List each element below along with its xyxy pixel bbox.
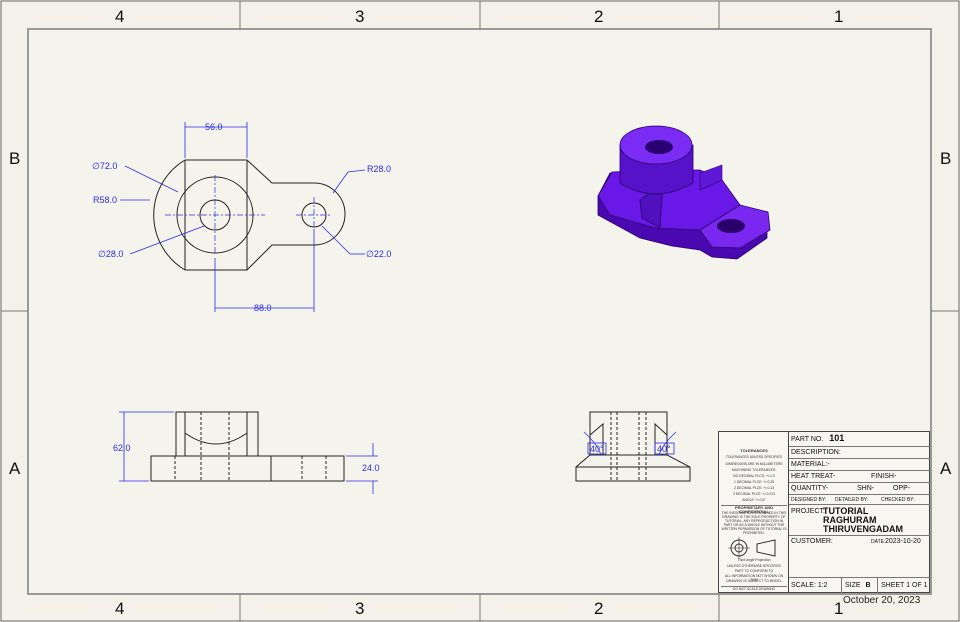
part-no-row: PART NO. 101: [789, 432, 930, 447]
checked-by-label: CHECKED BY:: [881, 497, 915, 503]
do-not-scale: DO NOT SCALE DRAWING: [721, 586, 787, 591]
dim-height-24: 24.0: [362, 463, 380, 473]
scale-row: SCALE: 1:2 SIZE B SHEET 1 OF 1: [789, 578, 930, 593]
tolerance-line: DIMENSIONS ARE IN MILLIMETERS: [725, 462, 783, 466]
side-view-dimensions: [583, 431, 677, 456]
designed-by-label: DESIGNED BY:: [791, 497, 827, 503]
note-line: ALL INFORMATION NOT SHOWN ON THIS: [724, 574, 784, 582]
project-line: RAGHURAM: [823, 515, 877, 525]
customer-row: CUSTOMER: DATE: 2023-10-20: [789, 536, 930, 578]
projection-symbol-icon: [728, 537, 776, 559]
sheet-value: SHEET 1 OF 1: [877, 578, 928, 593]
dim-angle-right: 40°: [657, 444, 671, 454]
project-line: THIRUVENGADAM: [823, 524, 903, 534]
size-field: SIZE B: [841, 578, 871, 593]
tolerance-line: ANGLE: +/-0.5°: [742, 498, 766, 502]
date-value: 2023-10-20: [885, 538, 921, 545]
quantity-label: QUANTITY-: [791, 485, 829, 492]
part-no-value: 101: [829, 433, 845, 443]
zone-label-bottom-2: 2: [594, 599, 604, 618]
customer-label: CUSTOMER:: [791, 538, 833, 545]
material-label: MATERIAL:-: [791, 461, 830, 468]
shn-label: SHN-: [857, 485, 875, 492]
designer-row: DESIGNED BY: DETAILED BY: CHECKED BY:: [789, 495, 930, 505]
zone-label-bottom-4: 4: [115, 599, 125, 618]
tolerance-line: MACHINING TOLERANCES:: [731, 468, 777, 472]
tolerance-line: TOLERANCES UNLESS SPECIFIED: [725, 455, 783, 459]
zone-label-right-a: A: [940, 459, 952, 478]
tolerance-line: 3 DECIMAL PLCE: +/-0.013: [733, 492, 775, 496]
heat-treat-row: HEAT TREAT- FINISH-: [789, 471, 930, 483]
detailed-by-label: DETAILED BY:: [835, 497, 869, 503]
dim-r-28: R28.0: [367, 164, 391, 174]
note-line: PART TO CONFORM TO: [734, 569, 774, 573]
isometric-part-view: [597, 125, 771, 260]
material-row: MATERIAL:-: [789, 459, 930, 471]
heat-treat-label: HEAT TREAT-: [791, 473, 836, 480]
quantity-row: QUANTITY- SHN- OPP-: [789, 483, 930, 495]
dim-dia-72: ∅72.0: [92, 161, 117, 171]
project-label: PROJECT:: [791, 508, 825, 515]
description-label: DESCRIPTION:: [791, 449, 841, 456]
front-view-dimensions: [119, 411, 378, 494]
project-line: TUTORIAL: [823, 506, 869, 516]
zone-label-left-a: A: [9, 459, 21, 478]
tolerance-line: 2 DECIMAL PLCE: +/-0.13: [733, 486, 775, 490]
proprietary-text: THE INFORMATION CONTAINED IN THIS DRAWIN…: [721, 511, 787, 535]
dim-angle-left: 40°: [590, 444, 604, 454]
note-line: UNLESS OTHERWISE SPECIFIED: [727, 564, 781, 568]
dim-dia-22: ∅22.0: [366, 249, 391, 259]
zone-label-bottom-3: 3: [355, 599, 365, 618]
description-row: DESCRIPTION:: [789, 447, 930, 459]
zone-label-left-b: B: [9, 149, 21, 168]
date-label: DATE:: [871, 539, 886, 545]
dim-dist-88: 88.0: [254, 303, 272, 313]
tolerance-line: NO DECIMAL PLCS: +/-1.0: [733, 474, 775, 478]
dim-width-56: 56.0: [205, 122, 223, 132]
part-no-label: PART NO.: [791, 436, 824, 443]
dim-r-58: R58.0: [93, 195, 117, 205]
note-line: DRAWING IS SUBJECT TO MODEL: [726, 579, 782, 583]
title-block-left-panel: TOLERANCES TOLERANCES UNLESS SPECIFIED D…: [719, 432, 789, 592]
opp-label: OPP-: [893, 485, 911, 492]
finish-label: FINISH-: [871, 473, 897, 480]
zone-label-top-1: 1: [834, 7, 844, 26]
side-view: [575, 411, 691, 482]
title-block: TOLERANCES TOLERANCES UNLESS SPECIFIED D…: [718, 431, 930, 593]
projection-label: Third angle Projection: [737, 558, 771, 562]
size-value: B: [865, 582, 871, 589]
zone-label-top-2: 2: [594, 7, 604, 26]
zone-label-top-4: 4: [115, 7, 125, 26]
zone-label-top-3: 3: [355, 7, 365, 26]
dim-dia-28: ∅28.0: [98, 249, 123, 259]
project-name: TUTORIAL RAGHURAM THIRUVENGADAM: [823, 507, 903, 534]
proprietary-title: PROPRIETARY AND CONFIDENTIAL: [721, 505, 787, 514]
scale-value: SCALE: 1:2: [791, 582, 828, 589]
top-view-dimensions: [120, 122, 366, 312]
top-view: [153, 159, 346, 271]
front-view: [150, 411, 345, 482]
tolerance-line: 1 DECIMAL PLCE: +/-0.25: [733, 480, 775, 484]
zone-label-bottom-1: 1: [834, 599, 844, 618]
zone-label-right-b: B: [940, 149, 952, 168]
footer-date: October 20, 2023: [843, 595, 921, 606]
dim-height-62: 62.0: [113, 443, 131, 453]
size-label: SIZE: [845, 582, 861, 589]
project-row: PROJECT: TUTORIAL RAGHURAM THIRUVENGADAM: [789, 505, 930, 536]
tolerances-title: TOLERANCES: [740, 448, 768, 453]
